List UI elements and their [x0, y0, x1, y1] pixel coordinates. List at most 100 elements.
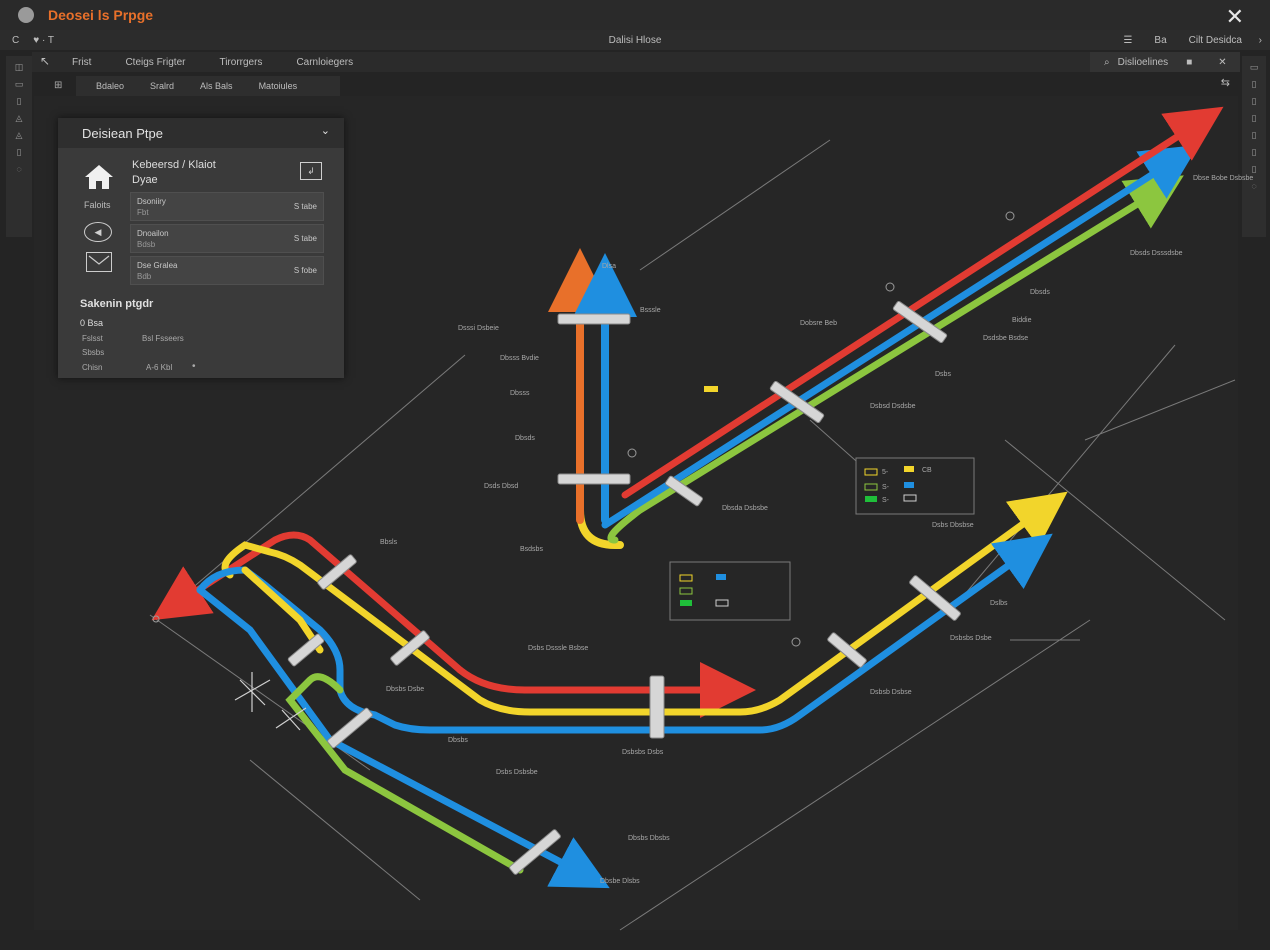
diagram-label: Dsbs Dsssle Bsbse — [528, 645, 588, 652]
table-row[interactable]: Dsoniiry Fbt S tabe — [130, 192, 324, 221]
summary-line-b: A-6 Kbl — [146, 363, 173, 372]
diagram-label: Dsbsb Dsbse — [870, 689, 912, 696]
diagram-label: Dsdsbe Bsdse — [983, 335, 1028, 342]
menu-filter-icon[interactable]: ☰ — [1123, 34, 1133, 46]
diagram-label: Dsssi Dsbeie — [458, 325, 499, 332]
diagram-label: Dsds Dbsd — [484, 483, 518, 490]
check-mail-icon[interactable] — [86, 252, 112, 272]
panel-header[interactable]: Deisiean Ptpe ⌄ — [58, 118, 344, 148]
diagram-label: Dsbs — [935, 371, 951, 378]
summary-line-a: Fslsst — [82, 334, 103, 343]
close-icon[interactable]: ✕ — [1225, 4, 1244, 29]
diagram-label: Dbsss — [510, 390, 530, 397]
tab-tirorrgers[interactable]: Tirorrgers — [219, 56, 263, 68]
chevron-down-icon[interactable]: ⌄ — [320, 125, 330, 137]
subtab-alsbals[interactable]: Als Bals — [200, 81, 233, 91]
back-circle-icon[interactable]: ◀ — [84, 222, 112, 242]
diagram-label: Dbse Bobe Dsbsbe — [1193, 175, 1253, 182]
diagram-label: Dsbs Dbsbse — [932, 522, 974, 529]
tool-icon[interactable]: ◬ — [15, 113, 23, 123]
menu-favorites[interactable]: ♥ · T — [33, 34, 54, 46]
rotate-icon[interactable]: ⇆ — [1220, 77, 1230, 89]
menu-item-desidca[interactable]: Cilt Desidca — [1188, 34, 1242, 46]
diagram-label: Bsdsbs — [520, 546, 543, 553]
table-row[interactable]: Dnoailon Bdsb S tabe — [130, 224, 324, 253]
panel-side-label: Faloits — [84, 200, 111, 210]
tool-icon[interactable]: ▯ — [1251, 113, 1257, 123]
summary-title: Sakenin ptgdr — [80, 298, 154, 310]
tool-icon[interactable]: ▭ — [1249, 62, 1259, 72]
diagram-label: Dslbs — [990, 600, 1008, 607]
subtab-sralrd[interactable]: Sralrd — [150, 81, 175, 91]
tab-cteigs[interactable]: Cteigs Frigter — [125, 56, 186, 68]
tool-icon[interactable]: ◌ — [1251, 181, 1257, 191]
small-legend — [704, 386, 718, 392]
tool-icon[interactable]: ▭ — [14, 79, 24, 89]
search-box[interactable]: ⌕ Dislioelines ■ ✕ — [1090, 52, 1240, 72]
diagram-label: Dobsre Beb — [800, 320, 837, 327]
row-name: Dsoniiry — [137, 197, 166, 206]
diagram-label: Dbsbs Dbsbs — [628, 835, 670, 842]
home-icon — [85, 165, 113, 189]
main-toolbar: ↖ Frist Cteigs Frigter Tirorrgers Carnlo… — [32, 52, 1240, 72]
tool-icon[interactable]: ▯ — [1251, 96, 1257, 106]
chevron-right-icon[interactable]: › — [1258, 34, 1262, 46]
tool-icon[interactable]: ◫ — [14, 62, 24, 72]
legend-code: CB — [922, 467, 932, 474]
panel-expand-button[interactable]: ↲ — [300, 162, 322, 180]
summary-line-b: Bsl Fsseers — [142, 334, 184, 343]
menu-item-ba[interactable]: Ba — [1154, 34, 1167, 46]
tool-icon[interactable]: ▯ — [1251, 79, 1257, 89]
window-control-icon[interactable] — [18, 7, 34, 23]
diagram-label: Dbsss Bvdie — [500, 355, 539, 362]
diagram-label: Dbsbs — [448, 737, 468, 744]
settings-icon[interactable]: ■ — [1186, 56, 1193, 68]
tool-icon[interactable]: ▯ — [1251, 130, 1257, 140]
sub-toolbar: Bdaleo Sralrd Als Bals Matoiules — [76, 76, 340, 96]
tool-icon[interactable]: ▯ — [16, 96, 22, 106]
legend-code: S- — [882, 497, 890, 504]
diagonal-pipes — [601, 106, 1224, 544]
tab-carnloiegers[interactable]: Carnloiegers — [296, 56, 354, 68]
window-titlebar: Deosei ls Prpge ✕ — [0, 0, 1270, 30]
dot-icon: • — [192, 361, 196, 372]
node-markers[interactable] — [152, 211, 1015, 647]
panel-title: Deisiean Ptpe — [82, 125, 163, 141]
panel-header-text: Kebeersd / Klaiot Dyae — [132, 158, 216, 188]
row-name: Dse Gralea — [137, 261, 178, 270]
row-value: S tabe — [293, 234, 317, 243]
diagram-label: Bsssle — [640, 307, 661, 314]
search-icon[interactable]: ⌕ — [1104, 56, 1110, 68]
search-label: Dislioelines — [1117, 56, 1169, 68]
subtab-bdaleo[interactable]: Bdaleo — [96, 81, 125, 91]
tool-icon[interactable]: ◬ — [15, 130, 23, 140]
grid-icon[interactable]: ⊞ — [54, 80, 63, 91]
legend-box-upper — [855, 457, 975, 515]
pointer-icon[interactable]: ↖ — [40, 54, 51, 68]
table-row[interactable]: Dse Gralea Bdb S fobe — [130, 256, 324, 285]
panel-header-subtitle: Dyae — [132, 174, 158, 186]
menu-back[interactable]: C — [12, 34, 20, 46]
valve-symbols[interactable] — [234, 672, 307, 731]
diagram-label: Dsbsd Dsdsbe — [870, 403, 916, 410]
pipe-flanges[interactable] — [287, 300, 961, 875]
close-search-icon[interactable]: ✕ — [1218, 56, 1227, 68]
row-value: S tabe — [293, 202, 317, 211]
tool-icon[interactable]: ▯ — [16, 147, 22, 157]
diagram-label: Bbsls — [380, 539, 398, 546]
diagram-label: Dbsbe Dlsbs — [600, 878, 640, 885]
summary-line-a: Sbsbs — [82, 348, 105, 357]
panel-header-title: Kebeersd / Klaiot — [132, 159, 216, 171]
subtab-matoiules[interactable]: Matoiules — [258, 81, 298, 91]
tab-frist[interactable]: Frist — [72, 56, 92, 68]
tool-icon[interactable]: ◌ — [16, 164, 22, 174]
legend-code: S- — [882, 484, 890, 491]
diagram-label: Dbsbs Dsbe — [386, 686, 424, 693]
diagram-label: Dbsds — [1030, 289, 1050, 296]
row-sub: Bdb — [137, 272, 152, 281]
tool-icon[interactable]: ▯ — [1251, 164, 1257, 174]
tool-icon[interactable]: ▯ — [1251, 147, 1257, 157]
diagram-label: Dsbs Dsbsbe — [496, 769, 538, 776]
summary-value: 0 Bsa — [80, 318, 104, 328]
